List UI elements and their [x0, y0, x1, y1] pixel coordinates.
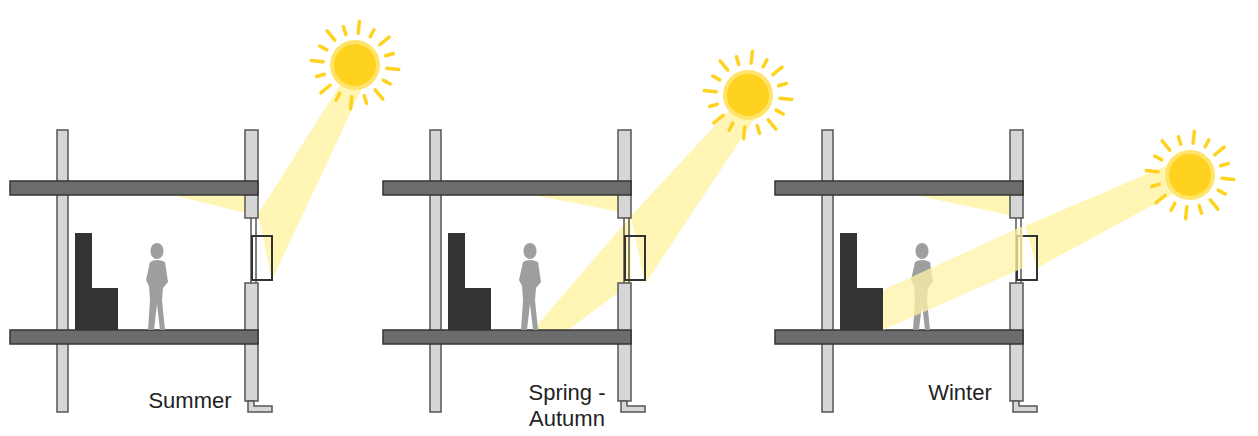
sun-symbol	[311, 21, 399, 109]
sun-symbol	[1146, 131, 1234, 219]
season-label: Spring - Autumn	[512, 380, 622, 432]
season-label: Winter	[905, 380, 1015, 406]
sun-symbol	[704, 51, 792, 139]
season-label: Summer	[135, 388, 245, 414]
